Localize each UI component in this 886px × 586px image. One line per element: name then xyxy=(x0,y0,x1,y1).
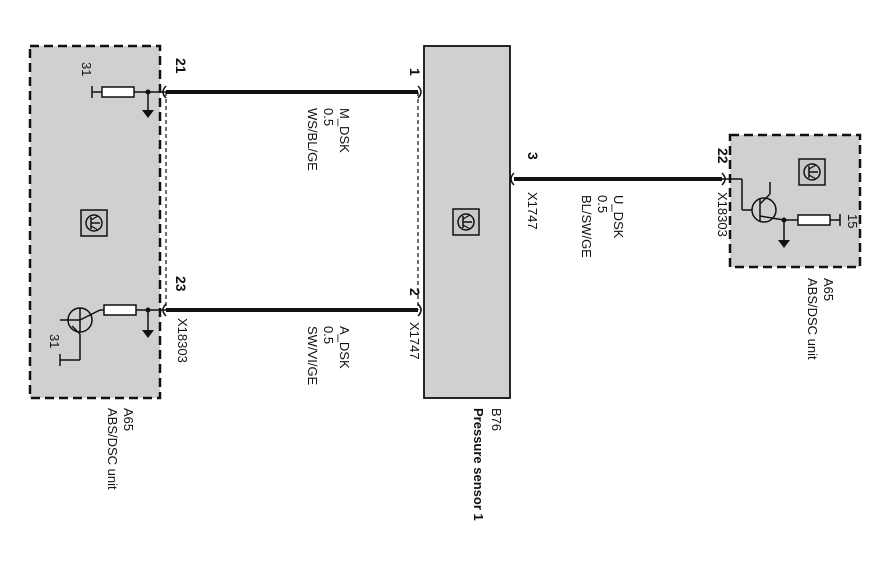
sensor-name: Pressure sensor 1 xyxy=(471,408,486,521)
sensor-connector-top: X1747 xyxy=(525,192,540,230)
wire-top-gauge: 0.5 xyxy=(321,108,336,126)
right-unit-box xyxy=(728,133,862,269)
wire-right-color: BL/SW/GE xyxy=(579,195,594,258)
sensor-pin-3: 3 xyxy=(525,152,541,160)
wire-bottom-signal: A_DSK xyxy=(337,326,352,369)
left-ground-bottom-label: 31 xyxy=(47,334,62,348)
wire-top-color: WS/BL/GE xyxy=(305,108,320,171)
right-unit-name: ABS/DSC unit xyxy=(805,278,820,360)
left-pin-bottom: 23 xyxy=(173,276,189,292)
left-unit-name: ABS/DSC unit xyxy=(105,408,120,490)
sensor-pin-2: 2 xyxy=(407,288,423,296)
sensor-connector-bottom: X1747 xyxy=(407,322,422,360)
wire-bottom-gauge: 0.5 xyxy=(321,326,336,344)
left-unit-ref: A65 xyxy=(121,408,136,431)
wire-right-gauge: 0.5 xyxy=(595,195,610,213)
right-unit-pin: 22 xyxy=(715,148,731,164)
left-ground-top-label: 31 xyxy=(79,62,94,76)
left-connector-label: X18303 xyxy=(175,318,190,363)
sensor-ref: B76 xyxy=(489,408,504,431)
wire-bottom-color: SW/VI/GE xyxy=(305,326,320,386)
sensor-pin-1: 1 xyxy=(407,68,423,76)
right-transistor-circuit xyxy=(722,178,841,248)
left-top-resistor-circuit xyxy=(91,86,166,118)
left-pin-top: 21 xyxy=(173,58,189,74)
wire-top-signal: M_DSK xyxy=(337,108,352,153)
right-unit-module-icon xyxy=(798,158,826,186)
left-bottom-transistor-circuit xyxy=(59,304,166,366)
sensor-module-icon xyxy=(452,208,480,236)
wire-right-signal: U_DSK xyxy=(611,195,626,239)
right-connector-label: X18303 xyxy=(715,192,730,237)
right-supply-label: 15 xyxy=(845,214,860,228)
left-unit-module-icon xyxy=(80,209,108,237)
right-unit-ref: A65 xyxy=(821,278,836,301)
